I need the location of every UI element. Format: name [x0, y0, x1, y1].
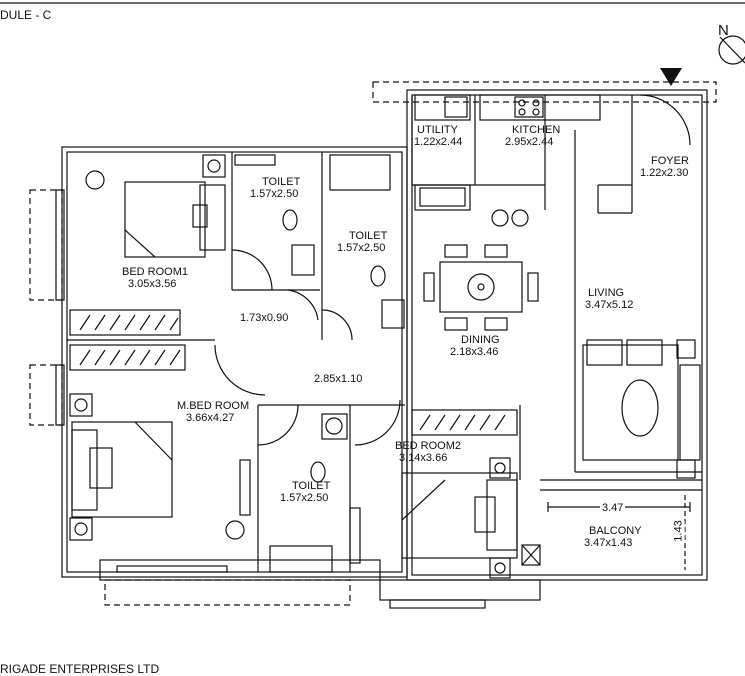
company-footer: RIGADE ENTERPRISES LTD: [0, 662, 160, 676]
side-tables: [69, 154, 541, 579]
toilet1-name: TOILET: [262, 176, 301, 188]
foyer-size: 1.22x2.30: [640, 167, 689, 179]
module-label: DULE - C: [0, 8, 52, 22]
balcony-depth-dimension: 1.43: [672, 520, 685, 542]
bed-bedroom1: [124, 181, 226, 258]
interior-walls: [67, 95, 702, 572]
living-name: LIVING: [588, 287, 625, 299]
bedroom1-size: 3.05x3.56: [128, 278, 177, 290]
balcony-size: 3.47x1.43: [584, 537, 633, 549]
windows: [55, 189, 486, 609]
foyer-name: FOYER: [651, 155, 689, 167]
door-swings: [214, 94, 691, 446]
outer-walls: [61, 89, 708, 601]
utility-size: 1.22x2.44: [414, 136, 463, 148]
toilet2-name: TOILET: [349, 230, 388, 242]
toilet-fixtures: [234, 154, 405, 573]
mbedroom-name: M.BED ROOM: [177, 400, 250, 412]
balcony-width-dimension: 3.47: [600, 502, 626, 514]
wardrobe-bedroom2: [411, 409, 518, 436]
toilet3-size: 1.57x2.50: [280, 492, 329, 504]
wardrobe-bedroom1: [69, 309, 181, 336]
kitchen-counter: [414, 94, 601, 227]
dining-size: 2.18x3.46: [450, 346, 499, 358]
living-furniture: [582, 339, 701, 479]
entrance-arrow-icon: [660, 68, 682, 86]
toilet1-size: 1.57x2.50: [250, 188, 299, 200]
wardrobe-master: [69, 344, 186, 371]
bed-bedroom2: [401, 472, 518, 559]
north-symbol: [718, 35, 745, 65]
mbedroom-size: 3.66x4.27: [186, 412, 235, 424]
balcony-name: BALCONY: [589, 525, 642, 537]
living-size: 3.47x5.12: [585, 299, 634, 311]
toilet2-size: 1.57x2.50: [337, 242, 386, 254]
north-label: N: [718, 22, 729, 39]
bedroom2-name: BED ROOM2: [395, 440, 462, 452]
bed-master: [71, 421, 173, 518]
dining-table: [423, 244, 539, 331]
kitchen-size: 2.95x2.44: [505, 136, 554, 148]
passage1-size: 1.73x0.90: [240, 312, 289, 324]
toilet3-name: TOILET: [292, 480, 331, 492]
bedroom2-size: 3.14x3.66: [399, 452, 448, 464]
kitchen-name: KITCHEN: [512, 124, 561, 136]
passage2-size: 2.85x1.10: [314, 373, 363, 385]
bedroom1-name: BED ROOM1: [122, 266, 189, 278]
utility-name: UTILITY: [417, 124, 458, 136]
dining-name: DINING: [461, 334, 500, 346]
